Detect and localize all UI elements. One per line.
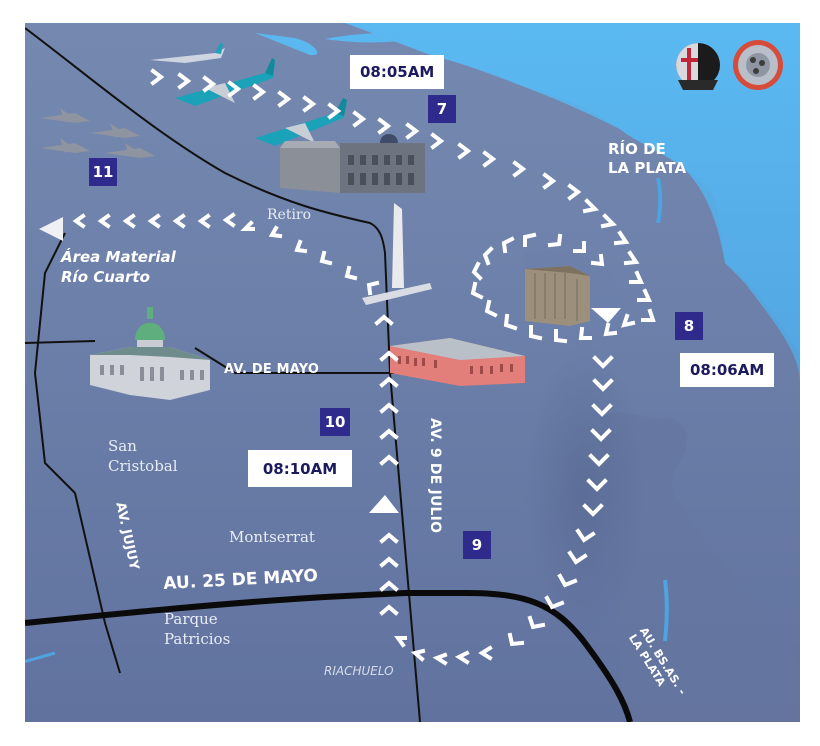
waypoint-badge-8: 8	[675, 312, 703, 340]
road-west-edge	[33, 232, 76, 494]
flight-path-chevrons	[39, 68, 656, 666]
parque-patricios-line1: Parque	[164, 610, 218, 628]
road-av-jujuy	[74, 492, 121, 674]
waypoint-badge-10: 10	[320, 408, 350, 436]
san-cristobal-line2: Cristobal	[108, 457, 178, 476]
waypoint-badge-11: 11	[89, 158, 117, 186]
destination-label: Área Material Río Cuarto	[61, 248, 176, 287]
rio-de-la-plata-line1: RÍO DE	[608, 140, 666, 158]
road-au-25-de-mayo	[25, 590, 633, 722]
edificio-libertador-icon	[525, 266, 590, 326]
flight-route-map: 08:05AM 7 8 08:06AM 9 10 08:10AM 11 RÍO …	[25, 23, 800, 722]
destination-line2: Río Cuarto	[61, 267, 150, 286]
chevrons-segment-11	[72, 212, 358, 281]
airliner-formation-icon	[150, 43, 347, 146]
san-cristobal-label: San Cristobal	[108, 436, 178, 477]
squadron-emblem-2-icon	[733, 40, 783, 90]
chevrons-segment-7	[150, 68, 656, 322]
direction-arrow-down	[591, 308, 621, 323]
time-label-10: 08:10AM	[248, 450, 352, 487]
av-de-mayo-label: AV. DE MAYO	[224, 362, 320, 377]
san-cristobal-line1: San	[108, 437, 137, 455]
chevrons-loop	[470, 232, 636, 344]
squadron-emblem-1-icon	[676, 43, 720, 90]
chevrons-segment-8	[507, 355, 614, 647]
montserrat-label: Montserrat	[229, 528, 315, 546]
parque-patricios-label: Parque Patricios	[164, 609, 230, 650]
retiro-label: Retiro	[267, 207, 312, 223]
av-9-de-julio-label: AV. 9 DE JULIO	[427, 418, 443, 534]
obelisk-icon	[362, 203, 432, 305]
retiro-station-icon	[280, 134, 425, 193]
congress-building-icon	[90, 307, 210, 400]
waypoint-badge-7: 7	[428, 95, 456, 123]
parque-patricios-line2: Patricios	[164, 630, 231, 649]
road-av-de-mayo	[25, 340, 420, 374]
destination-line1: Área Material	[61, 248, 176, 266]
chevrons-segment-10	[366, 280, 399, 616]
rio-de-la-plata-line2: LA PLATA	[608, 158, 687, 177]
road-retiro-curve	[25, 27, 421, 722]
fighter-jet-formation-icon	[40, 108, 155, 158]
waypoint-badge-9: 9	[463, 531, 491, 559]
riachuelo-label: RIACHUELO	[324, 664, 394, 678]
direction-arrow-left	[39, 217, 63, 241]
casa-rosada-icon	[390, 338, 525, 386]
time-label-8: 08:06AM	[680, 353, 775, 387]
time-label-7: 08:05AM	[350, 55, 445, 89]
chevrons-segment-9	[394, 636, 493, 666]
direction-arrow-up	[369, 495, 399, 513]
rio-de-la-plata-label: RÍO DE LA PLATA	[608, 140, 686, 178]
